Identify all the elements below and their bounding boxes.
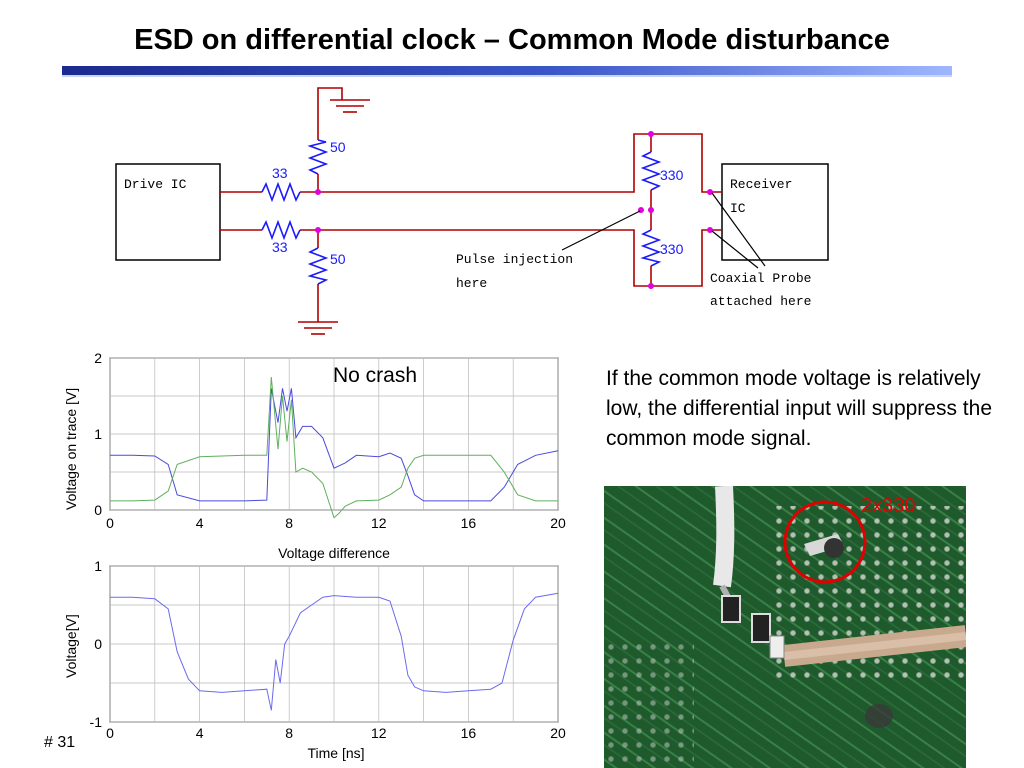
probe-label-line2: attached here	[710, 294, 811, 309]
pcb-photo: 2x330	[604, 486, 966, 768]
probe-pointer-line-1	[711, 192, 766, 267]
pulse-label-line2: here	[456, 276, 487, 291]
smd-component	[721, 595, 741, 623]
x-tick-label: 0	[106, 725, 114, 741]
drive-ic-label: Drive IC	[124, 177, 187, 192]
receiver-ic-box	[721, 163, 829, 261]
resistor-rx-top-icon	[640, 151, 662, 191]
chart2-y-axis-label: Voltage[V]	[63, 614, 79, 678]
node-dot	[315, 227, 321, 233]
y-tick-label: 0	[94, 502, 102, 518]
chart1-annotation: No crash	[333, 364, 418, 387]
x-tick-label: 0	[106, 515, 114, 531]
chart2-grid	[109, 565, 559, 723]
r-term-top-label: 50	[330, 139, 346, 155]
x-tick-label: 8	[285, 515, 293, 531]
pulse-pointer-line	[561, 210, 641, 251]
resistor-term-top-icon	[307, 139, 329, 175]
wire-top-term-to-gnd	[317, 87, 343, 140]
chart1-grid	[109, 357, 559, 511]
chart1-y-axis-label: Voltage on trace [V]	[63, 388, 79, 510]
white-coax-cable	[713, 486, 735, 588]
node-dot	[707, 227, 713, 233]
series-line-0	[110, 592, 559, 711]
resistor-rx-bottom-icon	[640, 229, 662, 267]
y-tick-label: 0	[94, 636, 102, 652]
chart2-y-ticks: 1 0 -1	[90, 558, 103, 730]
chart2-x-ticks: 0 4 8 12 16 20	[106, 725, 566, 741]
highlight-circle	[783, 500, 867, 584]
y-tick-label: 1	[94, 558, 102, 574]
x-tick-label: 20	[550, 725, 566, 741]
chart2-x-axis-label: Time [ns]	[307, 745, 364, 761]
r-series-top-label: 33	[272, 165, 288, 181]
node-dot	[315, 189, 321, 195]
drive-ic-box	[115, 163, 221, 261]
y-tick-label: 2	[94, 350, 102, 366]
x-tick-label: 16	[461, 515, 477, 531]
probe-label-line1: Coaxial Probe	[710, 271, 811, 286]
node-dot	[648, 283, 654, 289]
x-tick-label: 12	[371, 725, 387, 741]
probe-pointer-line-2	[711, 230, 759, 269]
smd-component	[751, 613, 771, 643]
r-rx-top-label: 330	[660, 167, 684, 183]
page-number: # 31	[44, 734, 76, 751]
wire-top-trace	[300, 133, 722, 193]
photo-label: 2x330	[861, 495, 916, 517]
y-tick-label: -1	[90, 714, 103, 730]
title-underline	[62, 66, 952, 75]
node-dot	[648, 131, 654, 137]
explanation-text: If the common mode voltage is relatively…	[606, 367, 992, 450]
chart1-series	[110, 376, 559, 519]
node-dot	[648, 207, 654, 213]
r-rx-bottom-label: 330	[660, 241, 684, 257]
r-series-bottom-label: 33	[272, 239, 288, 255]
chart2-title: Voltage difference	[278, 545, 390, 561]
x-tick-label: 12	[371, 515, 387, 531]
resistor-term-bottom-icon	[307, 247, 329, 285]
x-tick-label: 16	[461, 725, 477, 741]
x-tick-label: 8	[285, 725, 293, 741]
series-line-1	[110, 376, 558, 519]
title-underline-highlight	[62, 75, 952, 77]
y-tick-label: 1	[94, 426, 102, 442]
node-dot	[707, 189, 713, 195]
receiver-ic-label-line1: Receiver	[730, 177, 792, 192]
receiver-ic-label-line2: IC	[730, 201, 746, 216]
x-tick-label: 20	[550, 515, 566, 531]
ground-icon-top	[330, 99, 370, 113]
chart1-y-ticks: 2 1 0	[94, 350, 102, 518]
x-tick-label: 4	[196, 725, 204, 741]
resistor-series-bottom-icon	[261, 219, 301, 241]
r-term-bottom-label: 50	[330, 251, 346, 267]
wire-bottom-trace	[300, 229, 722, 287]
resistor-series-top-icon	[261, 181, 301, 203]
pcb-photo-illustration: 2x330	[604, 486, 966, 768]
x-tick-label: 4	[196, 515, 204, 531]
series-line-0	[110, 388, 559, 502]
pulse-label-line1: Pulse injection	[456, 252, 573, 267]
slide-title: ESD on differential clock – Common Mode …	[134, 24, 890, 56]
smd-component	[769, 635, 785, 659]
ground-icon-bottom	[298, 321, 338, 335]
chart2-series	[110, 592, 559, 711]
chart1-x-ticks: 0 4 8 12 16 20	[106, 515, 566, 531]
